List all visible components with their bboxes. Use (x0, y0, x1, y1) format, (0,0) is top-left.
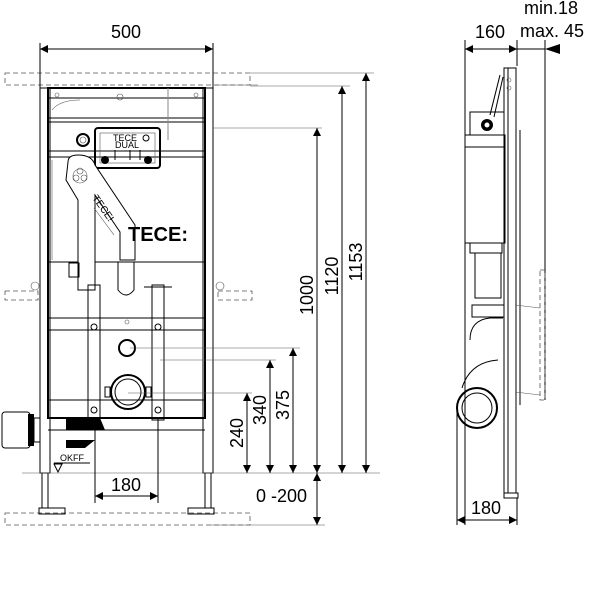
frame-brackets (51, 160, 135, 296)
flush-pipe: TECE! TECE: (65, 154, 188, 291)
dimension-1120-label: 1120 (322, 257, 342, 296)
flush-control-panel: TECE DUAL (76, 127, 161, 169)
dimension-340: 340 (250, 360, 274, 473)
wall-anchor-left (4, 281, 40, 301)
side-view: 160 min.18 max. 45 (456, 0, 584, 525)
dimension-drain-spacing: 180 (94, 418, 159, 503)
dimension-1153: 1153 (300, 72, 374, 473)
brand-label: TECE: (128, 224, 188, 246)
dimension-wall-min-label: min.18 (524, 0, 578, 18)
dimension-depth: 160 (464, 22, 518, 525)
control-panel-label-2: DUAL (115, 140, 139, 150)
dimension-1000: 1000 (297, 128, 321, 473)
cistern-side (464, 74, 506, 299)
dimension-floor-adjust-label: 0 -200 (256, 486, 307, 506)
dimension-width-label: 500 (111, 22, 141, 42)
dimension-375-label: 375 (273, 390, 293, 420)
side-drain-pipe (456, 304, 505, 525)
drain-outlet (104, 374, 152, 410)
dimension-375: 375 (273, 348, 297, 473)
dimension-wall-max-label: max. 45 (520, 21, 584, 41)
front-view: 500 (1, 22, 380, 526)
floor-reference-label: OKFF (60, 453, 85, 463)
tece-trefoil-icon (72, 167, 88, 184)
side-frame-rail (503, 67, 521, 499)
dimension-depth-label: 160 (475, 22, 505, 42)
dimension-floor-adjust: 0 -200 (256, 473, 321, 525)
wall-bracket-dashed (514, 269, 546, 401)
floor-reference: OKFF (53, 453, 90, 474)
wall-anchor-right (215, 281, 253, 301)
dimension-340-label: 340 (250, 395, 270, 425)
floor-slab (4, 512, 325, 526)
control-panel-label-1: TECE (113, 133, 137, 143)
dimension-1120: 1120 (250, 85, 350, 473)
dimension-bottom-depth: 180 (457, 498, 518, 525)
frame (38, 87, 215, 515)
dimension-240: 240 (227, 393, 251, 473)
dimension-wall-thickness: min.18 max. 45 (517, 0, 584, 400)
height-reference-lines (128, 127, 322, 394)
dimension-drain-spacing-label: 180 (111, 475, 141, 495)
dimension-1153-label: 1153 (346, 243, 366, 282)
top-slab (4, 72, 300, 86)
dimension-width: 500 (39, 22, 214, 88)
dimension-1000-label: 1000 (297, 275, 317, 315)
dimension-bottom-depth-label: 180 (471, 498, 501, 518)
dimension-240-label: 240 (227, 418, 247, 448)
